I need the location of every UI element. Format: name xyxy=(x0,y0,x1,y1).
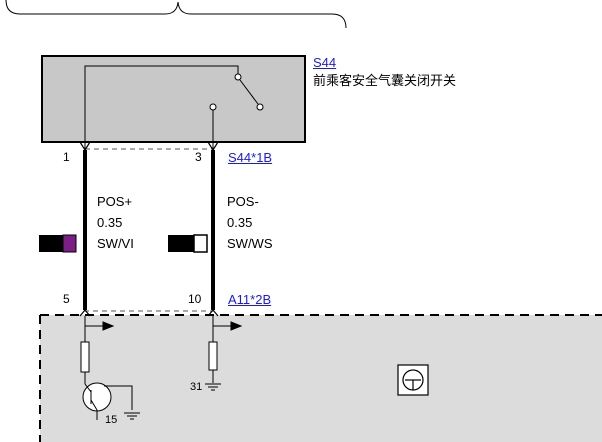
left-input-circuit xyxy=(80,316,140,420)
group-brace xyxy=(5,0,347,29)
switch-module-box[interactable] xyxy=(41,55,306,143)
airbag-indicator-icon xyxy=(397,364,429,396)
connector-bottom-link[interactable]: A11*2B xyxy=(228,292,272,307)
control-unit-area[interactable] xyxy=(40,315,602,442)
wire-swatch-sw-vi xyxy=(39,234,77,253)
switch-symbol xyxy=(84,65,264,150)
pin-10-label: 10 xyxy=(188,292,202,306)
wire-2-gauge: 0.35 xyxy=(227,215,253,230)
component-name: 前乘客安全气囊关闭开关 xyxy=(313,73,457,88)
ground-15-label: 15 xyxy=(105,414,118,426)
wire-1-color-code: SW/VI xyxy=(97,236,134,251)
pin-3-label: 3 xyxy=(195,150,202,164)
wire-2-color-code: SW/WS xyxy=(227,236,273,251)
pin-5-label: 5 xyxy=(63,292,70,306)
connector-outline xyxy=(84,148,214,312)
wire-swatch-sw-ws xyxy=(168,234,208,253)
ground-31-label: 31 xyxy=(190,381,203,393)
right-input-circuit xyxy=(205,316,243,391)
wire-2-signal: POS- xyxy=(227,194,259,209)
connector-top-link[interactable]: S44*1B xyxy=(228,150,273,165)
pin-1-label: 1 xyxy=(63,150,70,164)
component-id-link[interactable]: S44 xyxy=(313,55,337,70)
wire-1-signal: POS+ xyxy=(97,194,133,209)
wire-1-gauge: 0.35 xyxy=(97,215,123,230)
